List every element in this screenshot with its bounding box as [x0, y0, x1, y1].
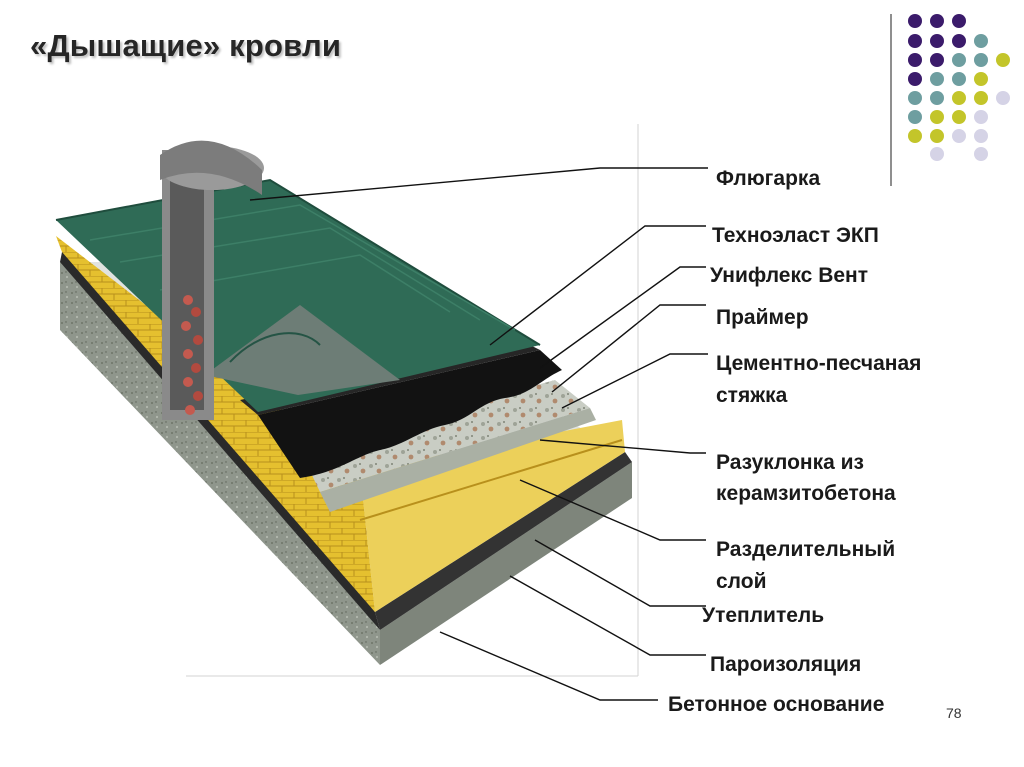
dot [908, 110, 922, 124]
dot [996, 53, 1010, 67]
dot [974, 91, 988, 105]
dot [930, 34, 944, 48]
leader-lines [249, 167, 708, 701]
leader-line-vapor [509, 575, 706, 656]
dot [952, 72, 966, 86]
dot [930, 147, 944, 161]
leader-line-screed [561, 353, 708, 409]
label-primer: Праймер [716, 306, 809, 329]
dot [908, 34, 922, 48]
dot [974, 110, 988, 124]
dot [930, 110, 944, 124]
dot [930, 72, 944, 86]
label-screed-line1: Цементно-песчаная [716, 352, 922, 375]
label-vapor: Пароизоляция [710, 653, 862, 676]
label-technoelast: Техноэласт ЭКП [712, 224, 879, 247]
label-base: Бетонное основание [668, 693, 885, 716]
label-screed-line2: стяжка [716, 384, 788, 407]
label-separator-line1: Разделительный [716, 538, 896, 561]
dot [930, 91, 944, 105]
leader-line-slope [539, 439, 706, 454]
label-uniflex: Унифлекс Вент [710, 264, 869, 287]
slide-title: «Дышащие» кровли [30, 28, 342, 63]
leader-line-fluegarka [249, 167, 708, 201]
dot [974, 129, 988, 143]
dot [930, 14, 944, 28]
dot [974, 53, 988, 67]
page-number: 78 [946, 705, 962, 721]
dot [952, 34, 966, 48]
label-fluegarka: Флюгарка [716, 167, 821, 190]
dot [996, 91, 1010, 105]
dot [974, 147, 988, 161]
dot [974, 72, 988, 86]
dot [908, 14, 922, 28]
dot [952, 129, 966, 143]
dot [952, 91, 966, 105]
dot [908, 129, 922, 143]
dot [930, 53, 944, 67]
dot [908, 72, 922, 86]
leader-line-technoelast [489, 225, 706, 346]
label-slope-line1: Разуклонка из [716, 451, 864, 474]
leader-line-primer [551, 304, 706, 393]
reference-guides [186, 124, 639, 677]
leader-line-insulation [534, 539, 706, 607]
dot [908, 91, 922, 105]
dot [952, 53, 966, 67]
leader-line-separator [519, 479, 706, 541]
leader-line-uniflex [539, 266, 706, 369]
label-insulation: Утеплитель [702, 604, 825, 627]
screed-layer [300, 380, 596, 512]
leader-line-base [439, 631, 658, 701]
dot [952, 110, 966, 124]
dot [952, 14, 966, 28]
weather-vane-icon [160, 140, 264, 420]
vapor-barrier-layer [60, 252, 380, 630]
title-divider-line [890, 14, 892, 186]
dot [974, 34, 988, 48]
label-separator-line2: слой [716, 570, 767, 593]
label-slope-line2: керамзитобетона [716, 482, 896, 505]
dot [908, 53, 922, 67]
decorative-dot-grid [906, 12, 1016, 162]
dot [930, 129, 944, 143]
